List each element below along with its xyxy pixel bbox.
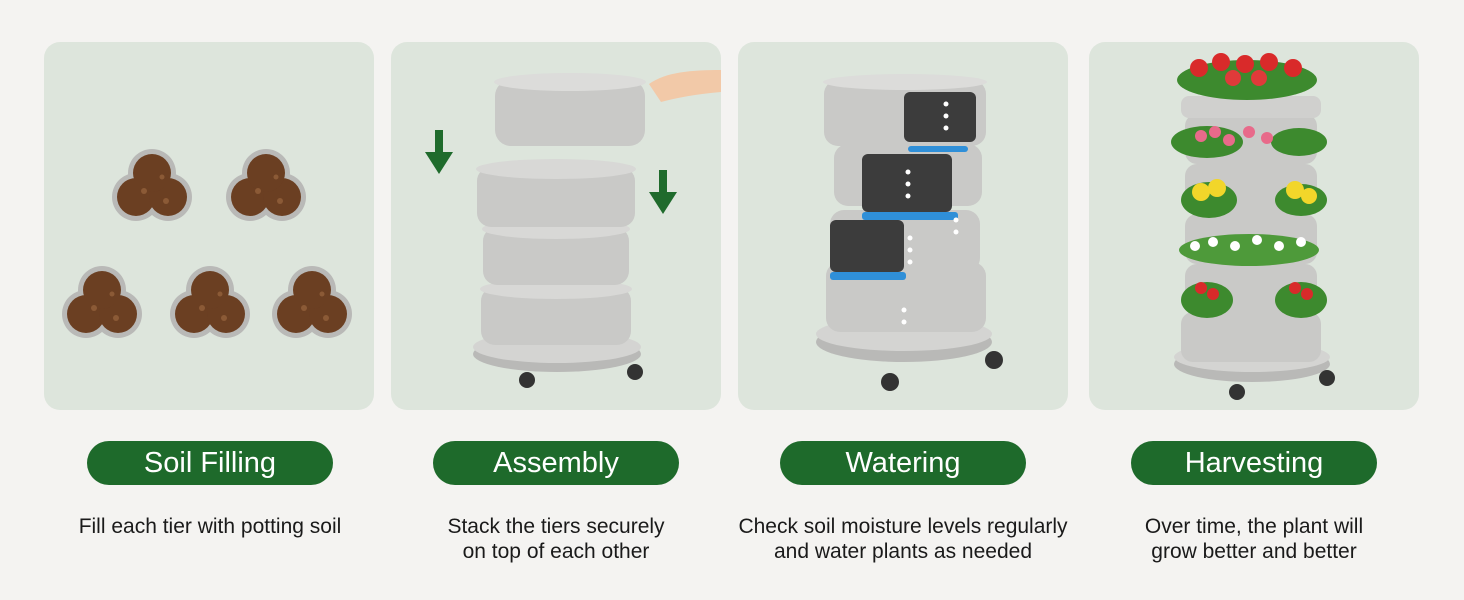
caption-line: Fill each tier with potting soil xyxy=(78,515,342,538)
soil-pot xyxy=(170,266,250,338)
caption-line: grow better and better xyxy=(1151,540,1357,563)
caption-line: Stack the tiers securely xyxy=(447,515,665,538)
step-caption-harvesting: Over time, the plant will grow better an… xyxy=(1044,514,1464,564)
step-caption-soil-filling: Fill each tier with potting soil xyxy=(0,514,420,539)
step-caption-watering: Check soil moisture levels regularly and… xyxy=(693,514,1113,564)
soil-pot xyxy=(226,149,306,221)
down-arrow-icon xyxy=(649,170,677,214)
soil-filling-image xyxy=(44,42,374,410)
step-caption-assembly: Stack the tiers securely on top of each … xyxy=(346,514,766,564)
step-title-assembly: Assembly xyxy=(433,441,679,485)
soil-pot xyxy=(272,266,352,338)
harvesting-image xyxy=(1089,42,1419,410)
watering-image xyxy=(738,42,1068,410)
caption-line: on top of each other xyxy=(462,540,650,563)
soil-pot xyxy=(112,149,192,221)
caption-line: Check soil moisture levels regularly xyxy=(738,515,1068,538)
assembly-image xyxy=(391,42,721,410)
soil-pot xyxy=(62,266,142,338)
step-title-watering: Watering xyxy=(780,441,1026,485)
hand-illustration xyxy=(649,70,721,102)
step-title-soil-filling: Soil Filling xyxy=(87,441,333,485)
step-title-harvesting: Harvesting xyxy=(1131,441,1377,485)
caption-line: and water plants as needed xyxy=(773,540,1033,563)
caption-line: Over time, the plant will xyxy=(1144,515,1364,538)
down-arrow-icon xyxy=(425,130,453,174)
